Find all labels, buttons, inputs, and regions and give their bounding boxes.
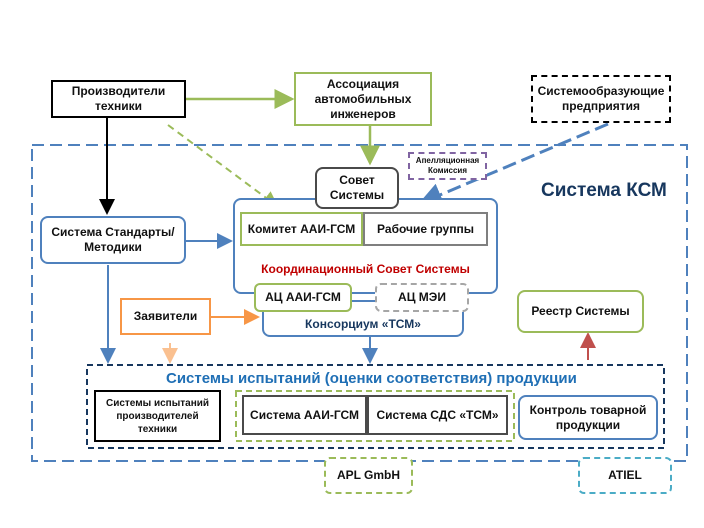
testing-systems-title: Системы испытаний (оценки соответствия) … (166, 370, 577, 387)
quality-control-box[interactable]: Контроль товарной продукции (518, 395, 658, 440)
applicants-label: Заявители (133, 309, 198, 323)
appeal-commission-box[interactable]: Апелляционная Комиссия (408, 152, 487, 180)
committee-box[interactable]: Комитет ААИ-ГСМ (240, 212, 363, 246)
appeal-commission-label: Апелляционная Комиссия (415, 156, 480, 175)
system-enterprises-box[interactable]: Системообразующие предприятия (531, 75, 671, 123)
system-aai-label: Система ААИ-ГСМ (250, 407, 359, 422)
green-systems-frame (235, 390, 515, 442)
apl-label: APL GmbH (336, 468, 401, 482)
manufacturers-box[interactable]: Производители техники (51, 80, 186, 118)
system-enterprises-label: Системообразующие предприятия (537, 84, 665, 113)
working-groups-label: Рабочие группы (377, 221, 474, 236)
association-label: Ассоциация автомобильных инженеров (314, 76, 412, 121)
atiel-box[interactable]: ATIEL (578, 457, 672, 494)
system-sds-box[interactable]: Система СДС «ТСМ» (367, 395, 508, 435)
ac-aai-label: АЦ ААИ-ГСМ (265, 290, 341, 304)
coordination-council-label: Координационный Совет Системы (261, 262, 470, 276)
quality-control-label: Контроль товарной продукции (529, 402, 647, 432)
committee-label: Комитет ААИ-ГСМ (247, 221, 356, 236)
apl-box[interactable]: APL GmbH (324, 457, 413, 494)
ac-aai-box[interactable]: АЦ ААИ-ГСМ (254, 283, 352, 312)
council-box[interactable]: Совет Системы (315, 167, 399, 209)
ac-mei-box[interactable]: АЦ МЭИ (375, 283, 469, 312)
ac-mei-label: АЦ МЭИ (398, 290, 446, 304)
ksm-system-title: Система КСМ (541, 180, 667, 201)
system-aai-box[interactable]: Система ААИ-ГСМ (242, 395, 367, 435)
standards-label: Система Стандарты/Методики (51, 225, 175, 254)
working-groups-box[interactable]: Рабочие группы (363, 212, 488, 246)
manufacturer-testing-label: Системы испытаний производителей техники (105, 397, 210, 435)
council-label: Совет Системы (329, 173, 385, 202)
association-box[interactable]: Ассоциация автомобильных инженеров (294, 72, 432, 126)
manufacturers-label: Производители техники (71, 84, 166, 113)
manufacturer-testing-box[interactable]: Системы испытаний производителей техники (94, 390, 221, 442)
registry-box[interactable]: Реестр Системы (517, 290, 644, 333)
consortium-label: Консорциум «ТСМ» (305, 317, 421, 331)
system-sds-label: Система СДС «ТСМ» (376, 407, 499, 422)
atiel-label: ATIEL (608, 468, 642, 482)
registry-label: Реестр Системы (531, 304, 630, 318)
applicants-box[interactable]: Заявители (120, 298, 211, 335)
standards-box[interactable]: Система Стандарты/Методики (40, 216, 186, 264)
